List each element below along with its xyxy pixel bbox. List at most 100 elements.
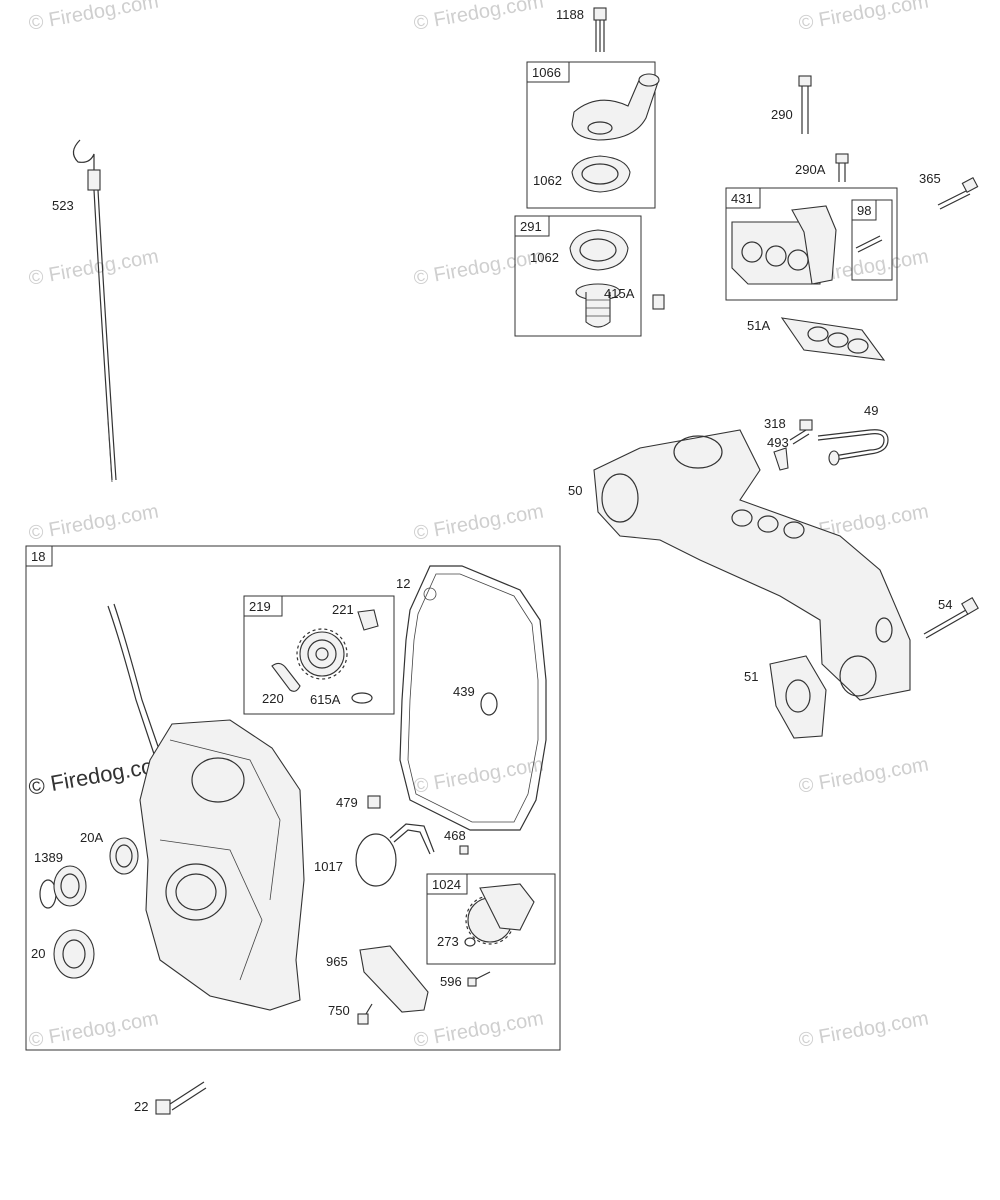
part-label-1389: 1389 xyxy=(34,850,63,865)
watermark: © Firedog.com xyxy=(412,0,545,35)
plug-468-icon xyxy=(459,845,469,855)
part-label-273: 273 xyxy=(437,934,459,949)
screw-318-icon xyxy=(789,419,813,445)
lever-220-icon xyxy=(271,662,301,692)
watermark: © Firedog.com xyxy=(27,0,160,35)
box-label-431: 431 xyxy=(731,191,753,206)
part-label-523: 523 xyxy=(52,198,74,213)
crankcase-cover-icon[interactable] xyxy=(107,603,305,1011)
part-365[interactable]: 365 xyxy=(919,171,979,210)
part-1389[interactable]: 1389 xyxy=(34,850,87,909)
part-51[interactable]: 51 xyxy=(744,655,827,739)
part-label-50: 50 xyxy=(568,483,582,498)
box-1066[interactable]: 1066 1062 xyxy=(526,61,660,209)
part-318[interactable]: 318 xyxy=(764,416,813,445)
bolt-1188-icon xyxy=(593,7,607,52)
gasket-1062-icon xyxy=(569,229,629,271)
watermark: © Firedog.com xyxy=(797,0,930,35)
seal-20A-icon xyxy=(109,837,139,875)
part-label-51A: 51A xyxy=(747,318,770,333)
part-1188[interactable]: 1188 xyxy=(556,7,607,52)
part-label-596: 596 xyxy=(440,974,462,989)
box-1024[interactable]: 1024 273 xyxy=(426,873,556,965)
screw-98-icon xyxy=(855,235,883,253)
part-label-750: 750 xyxy=(328,1003,350,1018)
gasket-12-icon xyxy=(399,565,547,831)
gasket-51-icon xyxy=(769,655,827,739)
watermark: © Firedog.com xyxy=(27,245,160,289)
watermark: © Firedog.com xyxy=(412,753,545,797)
part-20A[interactable]: 20A xyxy=(80,830,139,875)
part-415A[interactable]: 415A xyxy=(604,286,665,310)
part-493[interactable]: 493 xyxy=(767,435,789,471)
box-label-98: 98 xyxy=(857,203,871,218)
part-20[interactable]: 20 xyxy=(31,929,95,979)
watermark: © Firedog.com xyxy=(412,500,545,544)
part-label-415A: 415A xyxy=(604,286,635,301)
water-outlet-icon xyxy=(571,73,660,141)
box-label-18: 18 xyxy=(31,549,45,564)
part-label-20: 20 xyxy=(31,946,45,961)
part-468[interactable]: 468 xyxy=(444,828,469,855)
part-label-1188: 1188 xyxy=(556,7,584,22)
part-label-439: 439 xyxy=(453,684,475,699)
pickup-tube-1017-icon xyxy=(355,823,435,887)
part-965[interactable]: 965 xyxy=(326,945,429,1013)
part-22[interactable]: 22 xyxy=(134,1081,207,1115)
bolt-290A-icon xyxy=(835,153,849,182)
thermostat-icon xyxy=(575,283,621,328)
part-49[interactable]: 49 xyxy=(817,403,889,466)
part-label-1062: 1062 xyxy=(533,173,562,188)
part-label-615A: 615A xyxy=(310,692,341,707)
manifold-431-icon xyxy=(731,205,837,285)
box-label-219: 219 xyxy=(249,599,271,614)
box-label-291: 291 xyxy=(520,219,542,234)
part-label-290: 290 xyxy=(771,107,793,122)
part-750[interactable]: 750 xyxy=(328,1003,373,1025)
screw-750-icon xyxy=(357,1003,373,1025)
dipstick-523-icon xyxy=(72,139,117,483)
box-219[interactable]: 219 221 220 615A xyxy=(243,595,395,715)
box-18: 18 xyxy=(25,545,561,1051)
clip-493-icon xyxy=(773,447,789,471)
part-label-221: 221 xyxy=(332,602,354,617)
watermark: © Firedog.com xyxy=(412,1007,545,1051)
part-51A[interactable]: 51A xyxy=(747,317,886,361)
clip-615A-icon xyxy=(351,692,373,704)
plug-415A-icon xyxy=(652,294,665,310)
watermark: © Firedog.com xyxy=(797,753,930,797)
part-596[interactable]: 596 xyxy=(440,971,491,989)
part-50[interactable]: 50 xyxy=(568,429,911,701)
box-label-1024: 1024 xyxy=(432,877,461,892)
part-290A[interactable]: 290A xyxy=(795,153,849,182)
screw-596-icon xyxy=(467,971,491,987)
box-431[interactable]: 431 98 xyxy=(725,187,898,301)
cover-plate-965-icon xyxy=(359,945,429,1013)
part-label-51: 51 xyxy=(744,669,758,684)
nut-221-icon xyxy=(357,609,379,631)
oil-pump-icon xyxy=(464,883,535,947)
part-label-1062: 1062 xyxy=(530,250,559,265)
watermark: © Firedog.com xyxy=(797,1007,930,1051)
part-523[interactable]: 523 xyxy=(52,139,117,483)
fitting-479-icon xyxy=(367,795,381,809)
part-label-220: 220 xyxy=(262,691,284,706)
part-479[interactable]: 479 xyxy=(336,795,381,810)
part-439[interactable]: 439 xyxy=(453,684,498,716)
part-54[interactable]: 54 xyxy=(923,597,979,639)
bolt-22-icon xyxy=(155,1081,207,1115)
part-label-965: 965 xyxy=(326,954,348,969)
gasket-1062-icon xyxy=(571,155,631,193)
bolt-54-icon xyxy=(923,597,979,639)
box-291[interactable]: 291 1062 xyxy=(514,215,642,337)
tube-49-icon xyxy=(817,429,889,466)
bearing-1389-icon xyxy=(39,865,87,909)
part-1017[interactable]: 1017 xyxy=(314,823,435,887)
box-label-1066: 1066 xyxy=(532,65,561,80)
part-290[interactable]: 290 xyxy=(771,75,812,134)
part-label-12: 12 xyxy=(396,576,410,591)
ring-439-icon xyxy=(480,692,498,716)
part-12[interactable]: 12 xyxy=(396,565,547,831)
manifold-50-icon xyxy=(593,429,911,701)
